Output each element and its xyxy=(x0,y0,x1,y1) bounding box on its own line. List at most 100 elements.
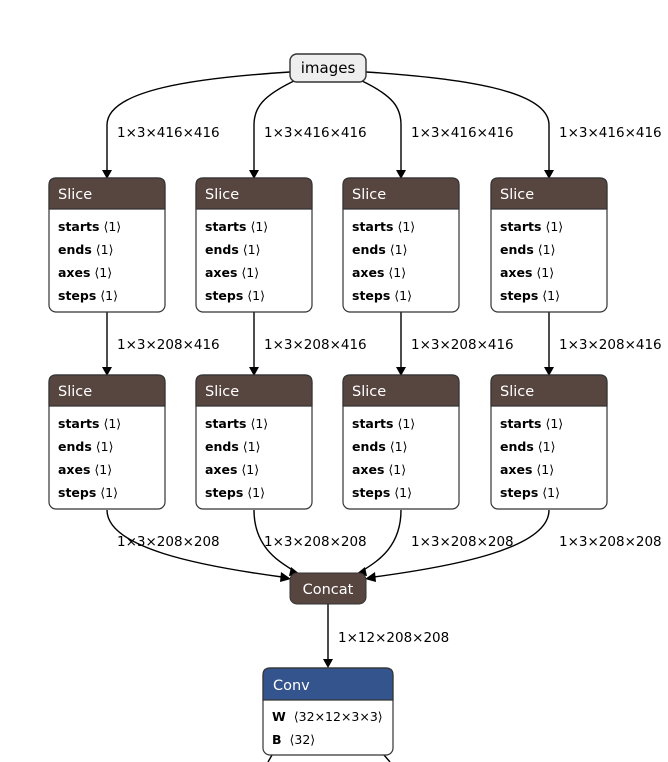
input-node-images[interactable]: images xyxy=(289,53,367,83)
arrowhead xyxy=(544,170,554,179)
attr-name: ends xyxy=(500,439,534,454)
attr-name: starts xyxy=(500,219,541,234)
edge-images-slice-2 xyxy=(253,79,297,170)
attr-value: ⟨1⟩ xyxy=(536,265,554,280)
edge-label: 1×3×416×416 xyxy=(559,125,662,141)
slice-attr-ends: ends ⟨1⟩ xyxy=(58,439,113,454)
attr-name: axes xyxy=(352,462,384,477)
node-conv[interactable]: Conv W ⟨32×12×3×3⟩ B ⟨32⟩ xyxy=(262,667,394,756)
attr-name: ends xyxy=(58,439,92,454)
edge-label: 1×3×416×416 xyxy=(117,125,220,141)
slice-label: Slice xyxy=(352,187,386,203)
attr-value: ⟨1⟩ xyxy=(96,242,114,257)
node-concat[interactable]: Concat xyxy=(289,572,367,605)
attr-name: steps xyxy=(58,485,96,500)
slice-label: Slice xyxy=(58,384,92,400)
edge-label: 1×3×208×416 xyxy=(411,337,514,353)
edges-concat-to-conv xyxy=(323,604,333,668)
attr-name: steps xyxy=(205,288,243,303)
attr-name: B xyxy=(272,732,282,747)
attr-value: ⟨1⟩ xyxy=(241,265,259,280)
slice-attr-axes: axes⟨1⟩ xyxy=(58,462,112,477)
attr-value: ⟨1⟩ xyxy=(542,288,560,303)
edge-images-slice-4 xyxy=(365,71,550,170)
edge-label-concat-conv: 1×12×208×208 xyxy=(338,630,449,646)
edge-slice-7-concat xyxy=(361,509,402,572)
slice-label: Slice xyxy=(500,384,534,400)
attr-name: ends xyxy=(58,242,92,257)
edge-label: 1×3×208×416 xyxy=(559,337,662,353)
slice-attr-starts: starts⟨1⟩ xyxy=(205,416,268,431)
attr-value: ⟨1⟩ xyxy=(243,242,261,257)
edge-images-slice-1 xyxy=(106,71,291,170)
attr-name: starts xyxy=(58,416,99,431)
attr-value: ⟨1⟩ xyxy=(545,219,563,234)
slice-attr-axes: axes⟨1⟩ xyxy=(205,462,259,477)
attr-name: starts xyxy=(352,416,393,431)
attr-name: ends xyxy=(500,242,534,257)
slice-attr-axes: axes⟨1⟩ xyxy=(352,265,406,280)
slice-attr-ends: ends ⟨1⟩ xyxy=(58,242,113,257)
attr-value: ⟨1⟩ xyxy=(100,485,118,500)
attr-value: ⟨1⟩ xyxy=(390,242,408,257)
conv-label: Conv xyxy=(273,678,310,694)
edge-labels-row-1: 1×3×416×416 1×3×416×416 1×3×416×416 1×3×… xyxy=(117,125,662,141)
slice-attr-ends: ends⟨1⟩ xyxy=(500,439,555,454)
attr-value: ⟨1⟩ xyxy=(390,439,408,454)
arrowhead xyxy=(396,367,406,376)
attr-value: ⟨1⟩ xyxy=(536,462,554,477)
edge-conv-out-right xyxy=(383,754,391,762)
attr-value: ⟨1⟩ xyxy=(394,485,412,500)
attr-value: ⟨1⟩ xyxy=(250,219,268,234)
slice-label: Slice xyxy=(205,187,239,203)
attr-value: ⟨32⟩ xyxy=(290,732,316,747)
slice-attr-starts: starts⟨1⟩ xyxy=(352,219,415,234)
arrowhead xyxy=(396,170,406,179)
edge-label: 1×3×208×208 xyxy=(559,534,662,550)
edges-conv-outgoing xyxy=(267,754,391,762)
attr-value: ⟨1⟩ xyxy=(247,288,265,303)
concat-box[interactable] xyxy=(289,572,367,605)
attr-value: ⟨1⟩ xyxy=(388,462,406,477)
attr-name: steps xyxy=(500,288,538,303)
slice-label: Slice xyxy=(500,187,534,203)
arrowhead xyxy=(102,170,112,179)
slice-attr-axes: axes⟨1⟩ xyxy=(500,462,554,477)
attr-value: ⟨1⟩ xyxy=(96,439,114,454)
slice-header xyxy=(490,374,608,407)
slice-attr-steps: steps⟨1⟩ xyxy=(500,485,560,500)
edge-images-slice-3 xyxy=(359,79,402,170)
edge-slice-5-concat xyxy=(106,509,283,578)
arrowhead xyxy=(249,367,259,376)
edge-slice-8-concat xyxy=(373,509,550,578)
attr-name: ends xyxy=(205,242,239,257)
attr-value: ⟨1⟩ xyxy=(94,462,112,477)
slice-attr-starts: starts ⟨1⟩ xyxy=(500,219,563,234)
slice-attr-steps: steps ⟨1⟩ xyxy=(58,485,118,500)
arrowhead xyxy=(365,572,376,582)
edge-label: 1×3×208×208 xyxy=(117,534,220,550)
attr-value: ⟨1⟩ xyxy=(542,485,560,500)
slice-attr-axes: axes⟨1⟩ xyxy=(205,265,259,280)
edge-label: 1×3×208×208 xyxy=(264,534,367,550)
slice-label: Slice xyxy=(352,384,386,400)
slice-attr-axes: axes ⟨1⟩ xyxy=(352,462,406,477)
input-node-box[interactable] xyxy=(289,53,367,83)
arrowhead xyxy=(249,170,259,179)
slice-attr-starts: starts⟨1⟩ xyxy=(352,416,415,431)
edges-slice-to-slice xyxy=(102,312,554,376)
slice-attr-starts: starts⟨1⟩ xyxy=(58,219,121,234)
attr-name: W xyxy=(272,709,286,724)
conv-header xyxy=(262,667,394,701)
attr-name: axes xyxy=(352,265,384,280)
edge-label: 1×3×208×208 xyxy=(411,534,514,550)
